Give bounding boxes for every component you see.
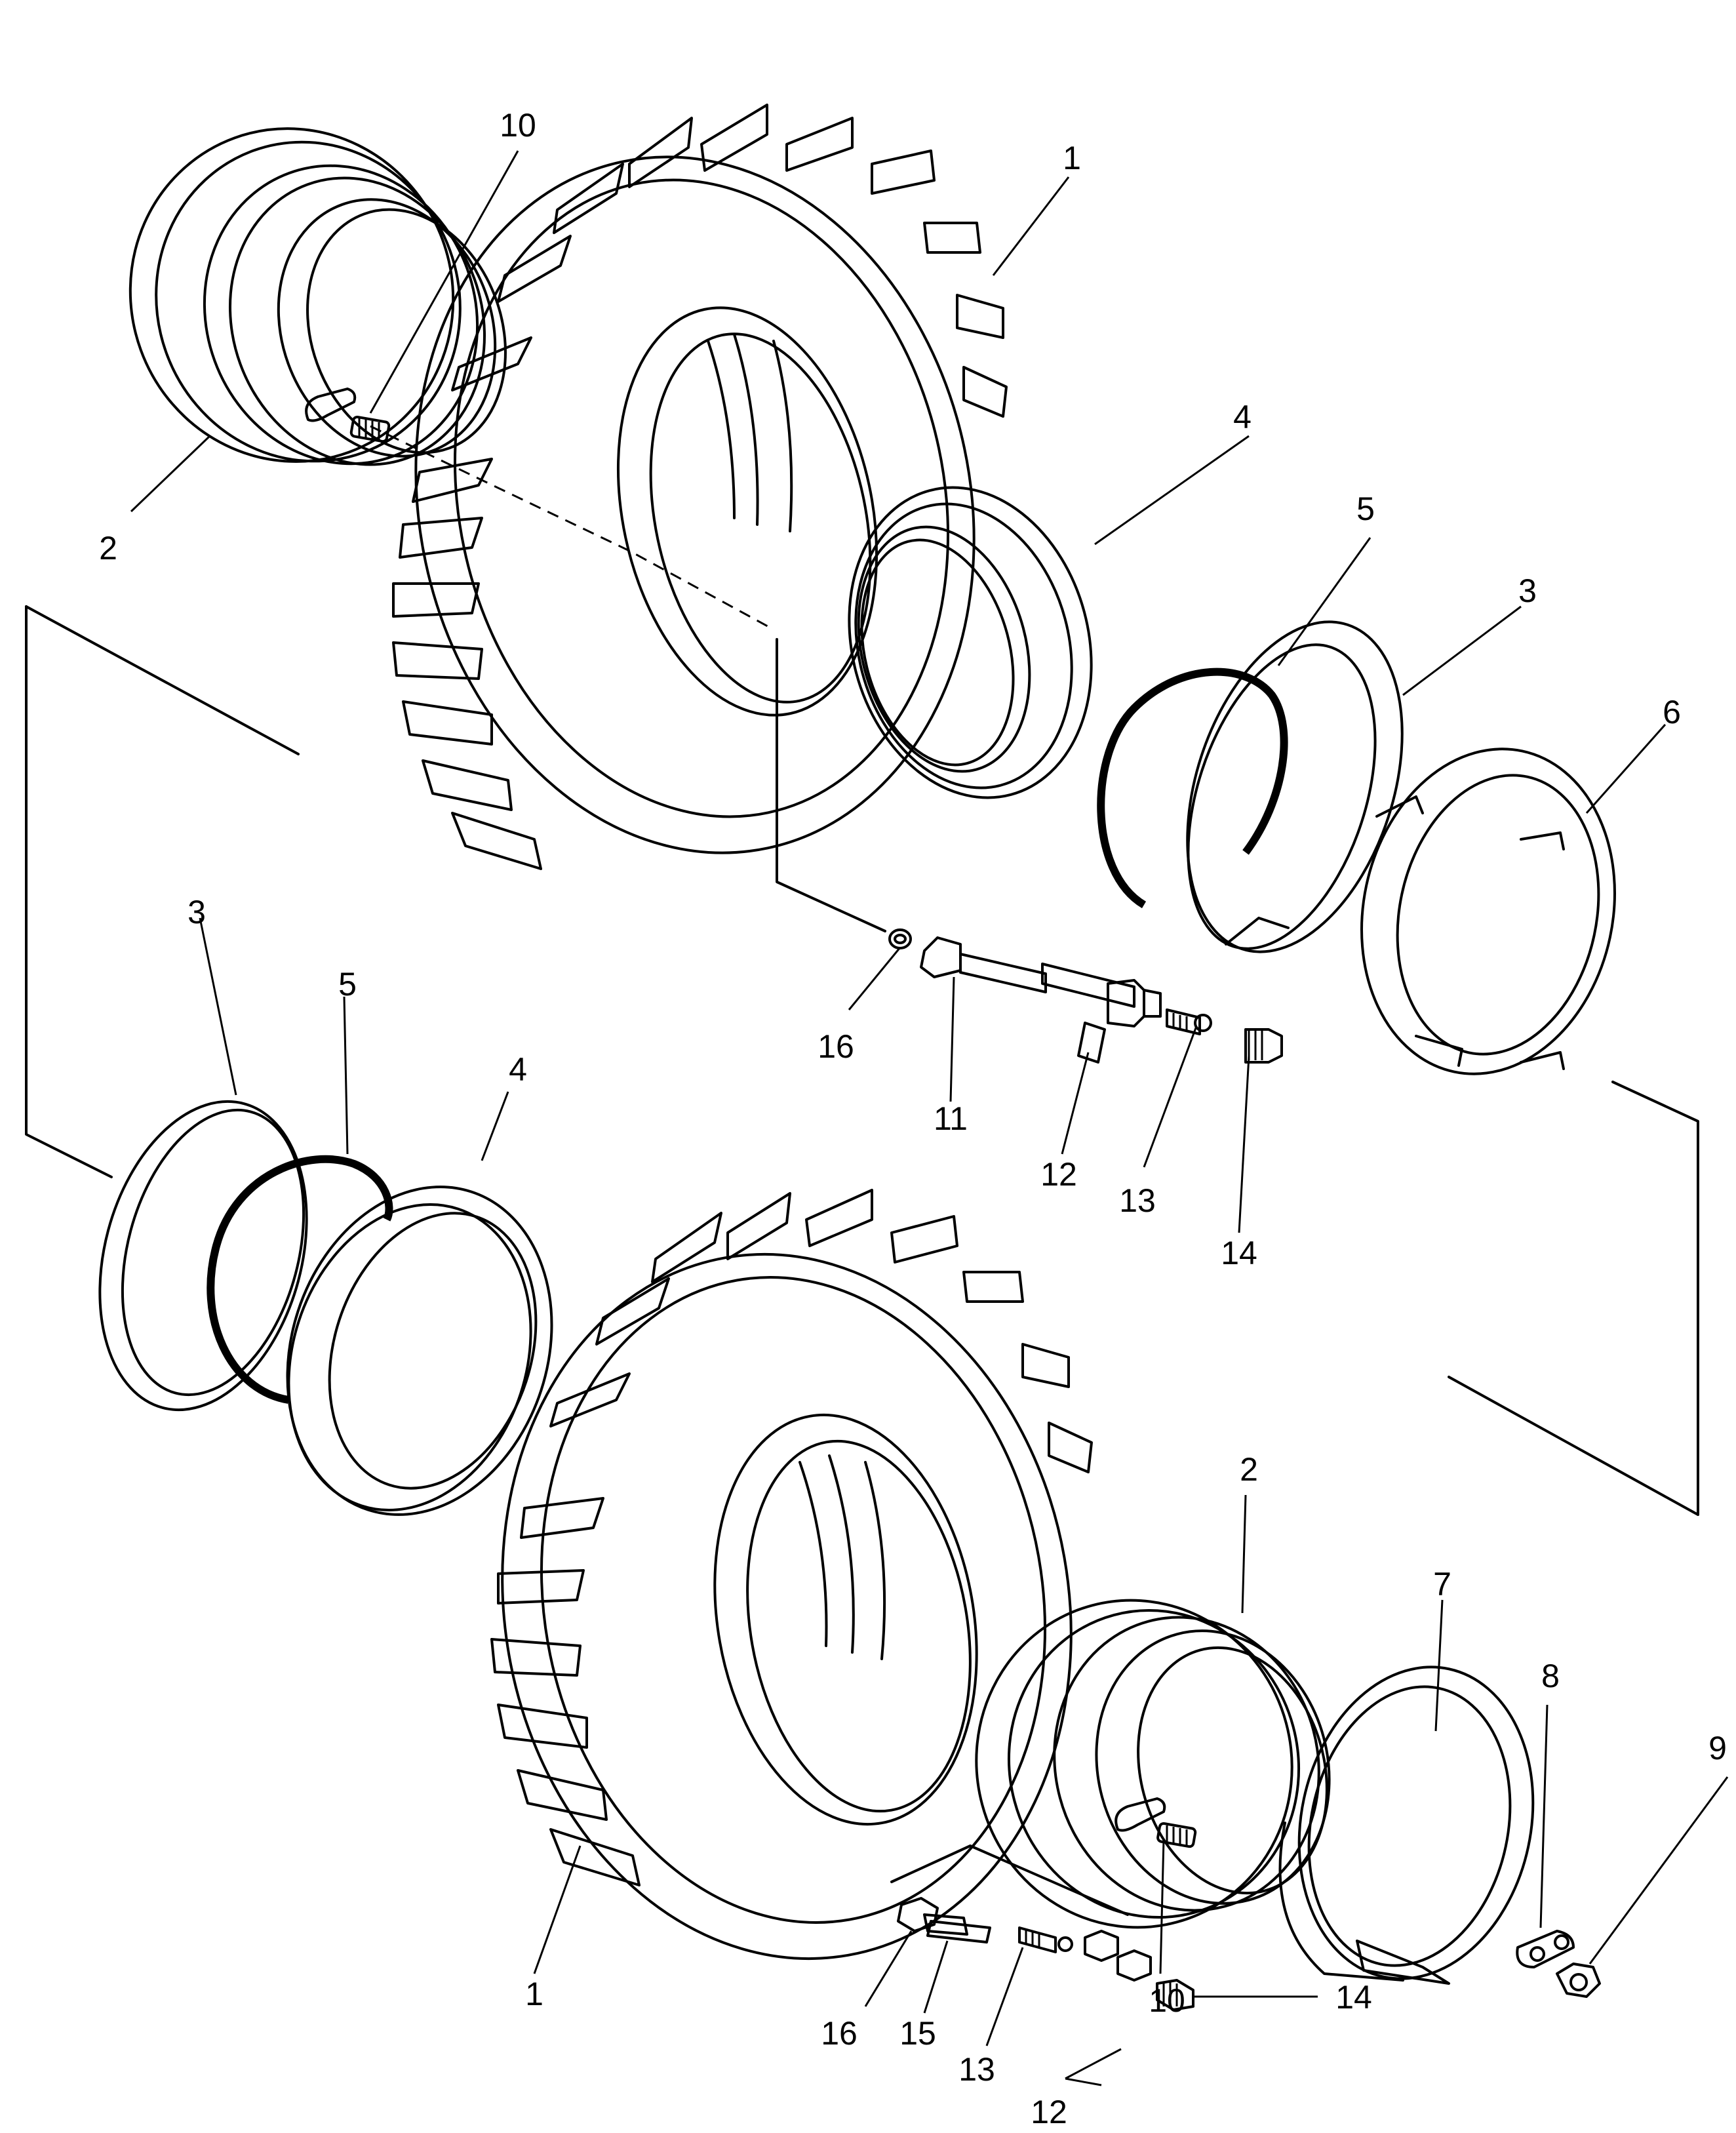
ring-top [1186, 620, 1404, 953]
spacer-6 [1360, 748, 1616, 1075]
label-ring-left: 3 [187, 894, 206, 930]
label-tire-top: 1 [1063, 140, 1081, 176]
label-part-13-bottom: 13 [958, 2051, 995, 2088]
valve-parts-bottom [897, 1897, 1194, 2011]
part-9 [1556, 1963, 1601, 1998]
label-spacer-6: 6 [1663, 694, 1681, 730]
label-valve-top: 10 [500, 107, 536, 144]
lock-ring-top [1097, 668, 1288, 909]
part-8 [1516, 1930, 1575, 1968]
bracket-lines-bottom [890, 1844, 1129, 1916]
label-band-left: 4 [509, 1051, 527, 1088]
label-rim-top: 2 [99, 530, 117, 567]
label-part-15: 15 [899, 2015, 936, 2052]
bracket-lines-top [25, 425, 1699, 1516]
label-tire-bottom: 1 [525, 1976, 543, 2012]
band-left [286, 1186, 553, 1516]
label-part-16-bottom: 16 [821, 2015, 858, 2052]
tire-bottom [490, 1189, 1093, 1961]
leader-lines [130, 150, 1729, 2086]
label-lock-ring-left: 5 [338, 966, 357, 1003]
tire-top [392, 104, 1008, 870]
label-ring-top: 3 [1518, 572, 1537, 609]
rim-bottom [975, 1599, 1331, 1929]
label-part-12-top: 12 [1040, 1156, 1077, 1193]
label-part-14-bottom: 14 [1335, 1979, 1372, 2016]
label-part-9: 9 [1708, 1730, 1727, 1766]
ring-left [98, 1100, 308, 1412]
label-part-16-top: 16 [818, 1028, 854, 1065]
label-band-top: 4 [1233, 399, 1252, 435]
band-top [848, 486, 1093, 799]
label-lock-ring-top: 5 [1356, 490, 1375, 527]
label-tube-11: 11 [934, 1100, 968, 1137]
label-part-14-top: 14 [1221, 1235, 1257, 1271]
label-part-12-bottom: 12 [1031, 2094, 1067, 2130]
valve-top [305, 388, 391, 443]
label-part-8: 8 [1541, 1658, 1560, 1694]
valve-bottom [1115, 1797, 1197, 1848]
label-valve-bottom: 10 [1149, 1982, 1185, 2019]
tube-assembly-top [888, 928, 1283, 1064]
rim-top [128, 127, 507, 466]
label-sleeve-7: 7 [1433, 1566, 1451, 1603]
lock-ring-left [207, 1155, 393, 1404]
label-part-13-top: 13 [1119, 1182, 1156, 1219]
label-rim-bottom: 2 [1240, 1451, 1258, 1488]
